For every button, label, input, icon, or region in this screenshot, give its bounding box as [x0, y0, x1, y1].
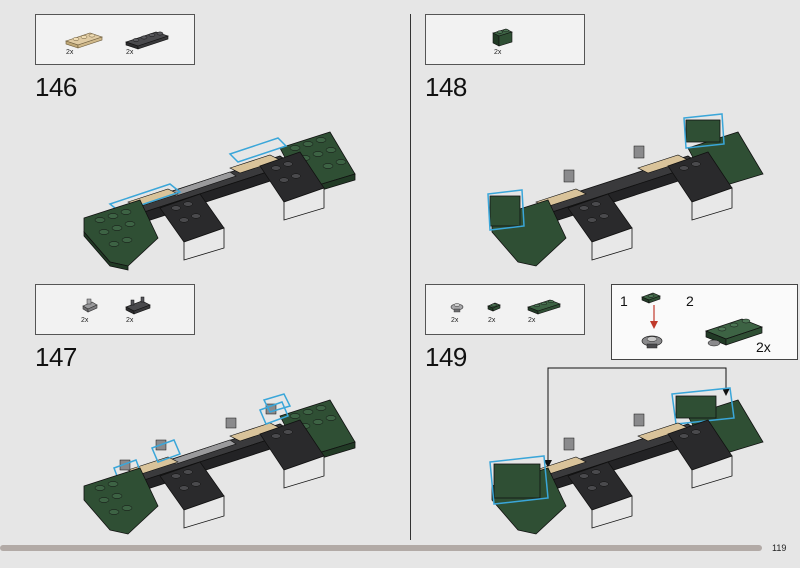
green-brick-1x2-icon — [492, 28, 513, 47]
step-number: 146 — [35, 72, 77, 102]
green-plate-1x1-icon — [487, 302, 501, 312]
step-number: 148 — [425, 72, 467, 102]
page-progress-bar — [0, 545, 762, 551]
model-assembly-146 — [83, 131, 356, 271]
step-number: 147 — [35, 342, 77, 372]
page-divider — [410, 14, 411, 540]
tan-plate-1x3-icon — [65, 32, 103, 49]
part-qty: 2x — [126, 317, 134, 324]
part-qty: 2x — [488, 317, 496, 324]
arrow-down-icon — [650, 305, 658, 329]
step-number: 149 — [425, 342, 467, 372]
parts-list-146: 2x 2x — [35, 14, 195, 65]
model-assembly-148 — [487, 113, 764, 267]
dark-gray-plate-with-clips-icon — [125, 296, 151, 315]
parts-list-147: 2x 2x — [35, 284, 195, 335]
part-qty: 2x — [126, 49, 134, 56]
green-plate-1x1-icon — [641, 292, 661, 304]
sub-step-number: 2 — [686, 293, 694, 309]
gray-round-tile-icon — [450, 303, 464, 313]
green-plate-with-round-tile-icon — [704, 318, 764, 347]
model-assembly-149 — [489, 387, 764, 535]
green-plate-1x3-icon — [527, 299, 561, 315]
model-assembly-147 — [83, 393, 356, 535]
page-number: 119 — [772, 543, 787, 553]
part-qty: 2x — [66, 49, 74, 56]
sub-step-number: 1 — [620, 293, 628, 309]
dark-gray-plate-1x4-icon — [125, 31, 169, 50]
sub-build-multiplier: 2x — [756, 339, 771, 355]
gray-round-tile-icon — [641, 335, 663, 349]
part-qty: 2x — [528, 317, 536, 324]
part-qty: 2x — [451, 317, 459, 324]
part-qty: 2x — [494, 49, 502, 56]
parts-list-149: 2x 2x 2x — [425, 284, 585, 335]
part-qty: 2x — [81, 317, 89, 324]
sub-build-callout: 1 2 2x — [611, 284, 798, 360]
placement-arrows — [544, 367, 730, 468]
gray-clip-icon — [82, 298, 98, 313]
parts-list-148: 2x — [425, 14, 585, 65]
